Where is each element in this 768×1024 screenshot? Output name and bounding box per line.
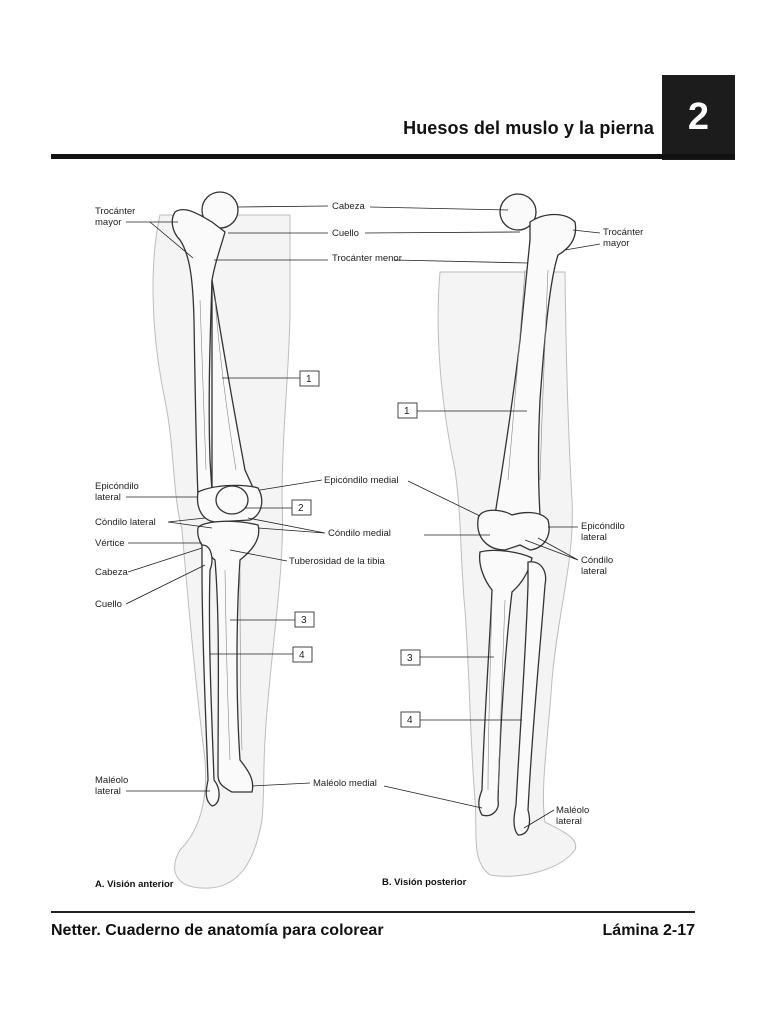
anterior-tibia-fibula — [197, 520, 260, 807]
box-4-anterior-number: 4 — [299, 650, 305, 661]
label-condilo-medial: Cóndilo medial — [328, 528, 391, 539]
label-maleolo-lateral-post-1: Maléolo — [556, 805, 589, 816]
label-trocanter-menor: Trocánter menor — [332, 253, 402, 264]
posterior-tibia-fibula — [478, 549, 547, 836]
header-rule — [51, 154, 735, 159]
box-1-anterior-number: 1 — [306, 374, 312, 385]
label-maleolo-lateral-ant-1: Maléolo — [95, 775, 128, 786]
posterior-femur — [477, 193, 577, 551]
label-trocanter-mayor-ant-2: mayor — [95, 217, 121, 228]
box-3-anterior-number: 3 — [301, 615, 307, 626]
label-cabeza-femur: Cabeza — [332, 201, 365, 212]
box-2 — [291, 499, 312, 516]
footer-book-title: Netter. Cuaderno de anatomía para colore… — [51, 922, 384, 939]
label-maleolo-lateral-ant-2: lateral — [95, 786, 121, 797]
box-4-posterior — [400, 711, 421, 728]
label-tuberosidad-tibia: Tuberosidad de la tibia — [289, 556, 385, 567]
posterior-view: Trocánter mayor 1 Epicóndilo lateral Cón… — [364, 193, 643, 888]
label-maleolo-medial: Maléolo medial — [313, 778, 377, 789]
label-cabeza-perone: Cabeza — [95, 567, 128, 578]
label-trocanter-mayor-post-1: Trocánter — [603, 227, 643, 238]
label-condilo-lateral-ant: Cóndilo lateral — [95, 517, 156, 528]
footer-rule — [51, 911, 695, 913]
box-2-number: 2 — [298, 503, 304, 514]
label-trocanter-mayor-ant-1: Trocánter — [95, 206, 135, 217]
anterior-view: Trocánter mayor Cabeza Cuello Trocánter … — [95, 191, 402, 890]
label-condilo-lateral-post-2: lateral — [581, 566, 607, 577]
label-condilo-lateral-post-1: Cóndilo — [581, 555, 613, 566]
anterior-femur — [171, 191, 263, 523]
box-3-posterior-number: 3 — [407, 653, 413, 664]
caption-anterior: A. Visión anterior — [95, 879, 174, 890]
label-epicondilo-lateral-post-2: lateral — [581, 532, 607, 543]
box-3-posterior — [400, 649, 421, 666]
box-1-posterior — [397, 402, 418, 419]
label-epicondilo-lateral-post-1: Epicóndilo — [581, 521, 625, 532]
label-trocanter-mayor-post-2: mayor — [603, 238, 629, 249]
box-4-anterior — [292, 646, 313, 663]
chapter-number-badge: 2 — [662, 75, 735, 160]
box-1-anterior — [299, 370, 320, 387]
chapter-number: 2 — [687, 96, 710, 138]
box-1-posterior-number: 1 — [404, 406, 410, 417]
label-epicondilo-medial-ant: Epicóndilo medial — [324, 475, 398, 486]
label-maleolo-lateral-post-2: lateral — [556, 816, 582, 827]
label-cuello-femur: Cuello — [332, 228, 359, 239]
box-3-anterior — [294, 611, 315, 628]
label-cuello-perone: Cuello — [95, 599, 122, 610]
label-vertice: Vértice — [95, 538, 125, 549]
label-epicondilo-lateral-ant-1: Epicóndilo — [95, 481, 139, 492]
footer-plate-number: Lámina 2-17 — [602, 922, 695, 939]
label-epicondilo-lateral-ant-2: lateral — [95, 492, 121, 503]
page-title: Huesos del muslo y la pierna — [403, 118, 654, 138]
box-4-posterior-number: 4 — [407, 715, 413, 726]
caption-posterior: B. Visión posterior — [382, 877, 467, 888]
